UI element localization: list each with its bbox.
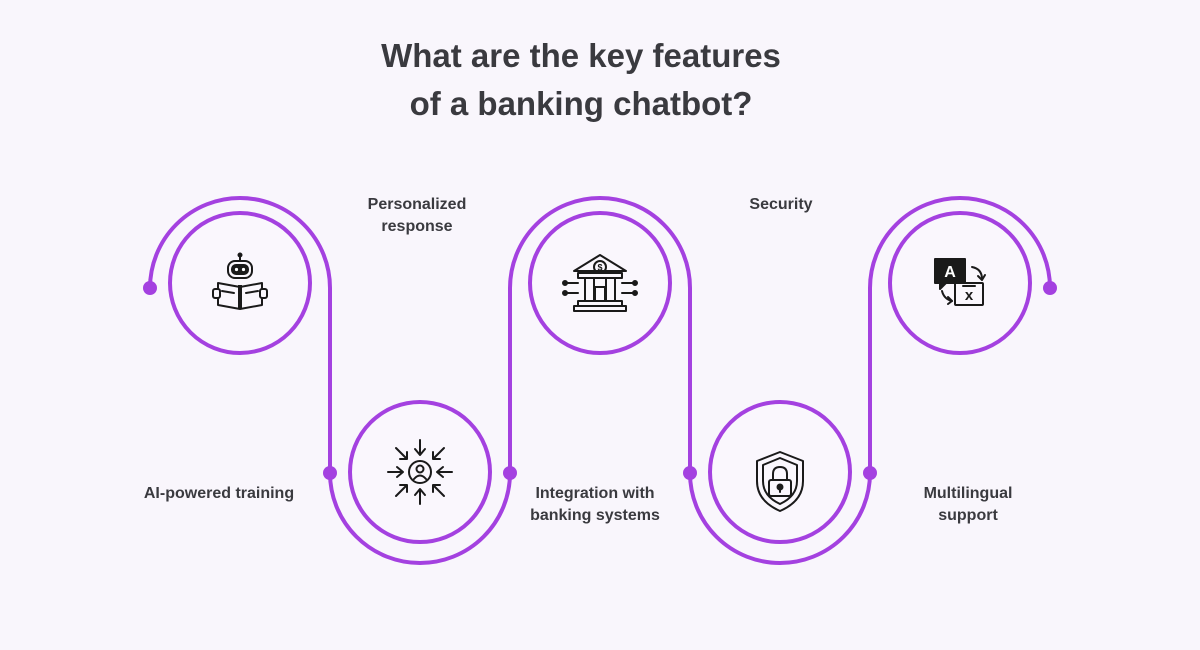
feature-label-line: banking systems: [530, 507, 660, 524]
feature-label-line: support: [938, 507, 998, 524]
feature-label-line: response: [381, 218, 453, 235]
feature-label-security: Security: [681, 194, 881, 216]
track-dot-1: [323, 466, 337, 480]
track-path: [148, 196, 1052, 565]
page-title: What are the key features of a banking c…: [0, 32, 1162, 128]
feature-label-ai-powered-training: AI-powered training: [119, 483, 319, 505]
feature-label-personalized-response: Personalized response: [317, 194, 517, 238]
feature-label-integration: Integration with banking systems: [495, 483, 695, 527]
robot-reading-book-icon: [212, 252, 268, 310]
track-dot-end: [1043, 281, 1057, 295]
feature-circle-3: [528, 211, 672, 355]
feature-label-line: Integration with: [535, 485, 655, 502]
feature-circle-4: [708, 400, 852, 544]
timeline-track: [148, 196, 1052, 565]
feature-label-line: AI-powered training: [143, 485, 295, 502]
title-line-1: What are the key features: [381, 37, 781, 74]
user-target-arrows-icon: [387, 439, 453, 505]
svg-text:$: $: [597, 263, 602, 273]
track-dot-4: [863, 466, 877, 480]
track-dot-start: [143, 281, 157, 295]
feature-circle-1: [168, 211, 312, 355]
translate-icon: A x: [934, 258, 986, 306]
track-dot-3: [683, 466, 697, 480]
feature-label-line: Security: [749, 196, 813, 213]
feature-label-line: Multilingual: [923, 485, 1013, 502]
shield-lock-icon: [756, 451, 804, 512]
title-line-2: of a banking chatbot?: [409, 85, 753, 122]
feature-label-multilingual-support: Multilingual support: [868, 483, 1068, 527]
svg-text:A: A: [944, 264, 956, 281]
track-dot-2: [503, 466, 517, 480]
svg-text:x: x: [965, 287, 974, 304]
feature-label-line: Personalized: [367, 196, 467, 213]
bank-network-icon: $: [562, 254, 638, 312]
